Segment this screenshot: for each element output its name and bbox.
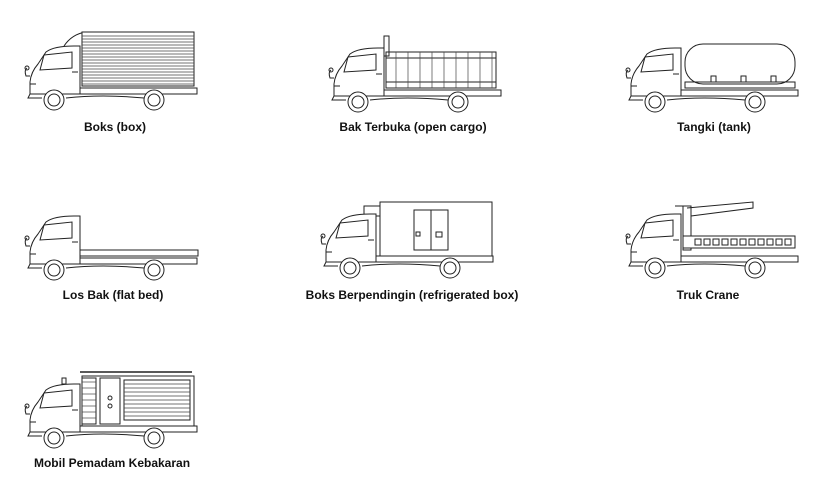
truck-label-crane: Truk Crane (676, 288, 740, 302)
open-cargo-truck-illustration (326, 30, 506, 119)
tank-truck-illustration (623, 30, 803, 119)
truck-label-refrigerated-box: Boks Berpendingin (refrigerated box) (305, 288, 519, 302)
truck-label-flat-bed: Los Bak (flat bed) (62, 288, 164, 302)
flat-bed-truck-illustration (22, 198, 202, 287)
crane-truck-illustration (623, 196, 803, 285)
truck-label-fire-truck: Mobil Pemadam Kebakaran (33, 456, 191, 470)
refrigerated-box-truck-illustration (318, 196, 498, 285)
truck-label-open-cargo: Bak Terbuka (open cargo) (339, 120, 487, 134)
truck-label-tank: Tangki (tank) (677, 120, 751, 134)
fire-truck-illustration (22, 366, 202, 455)
truck-label-box: Boks (box) (83, 120, 147, 134)
box-truck-illustration (22, 28, 202, 117)
